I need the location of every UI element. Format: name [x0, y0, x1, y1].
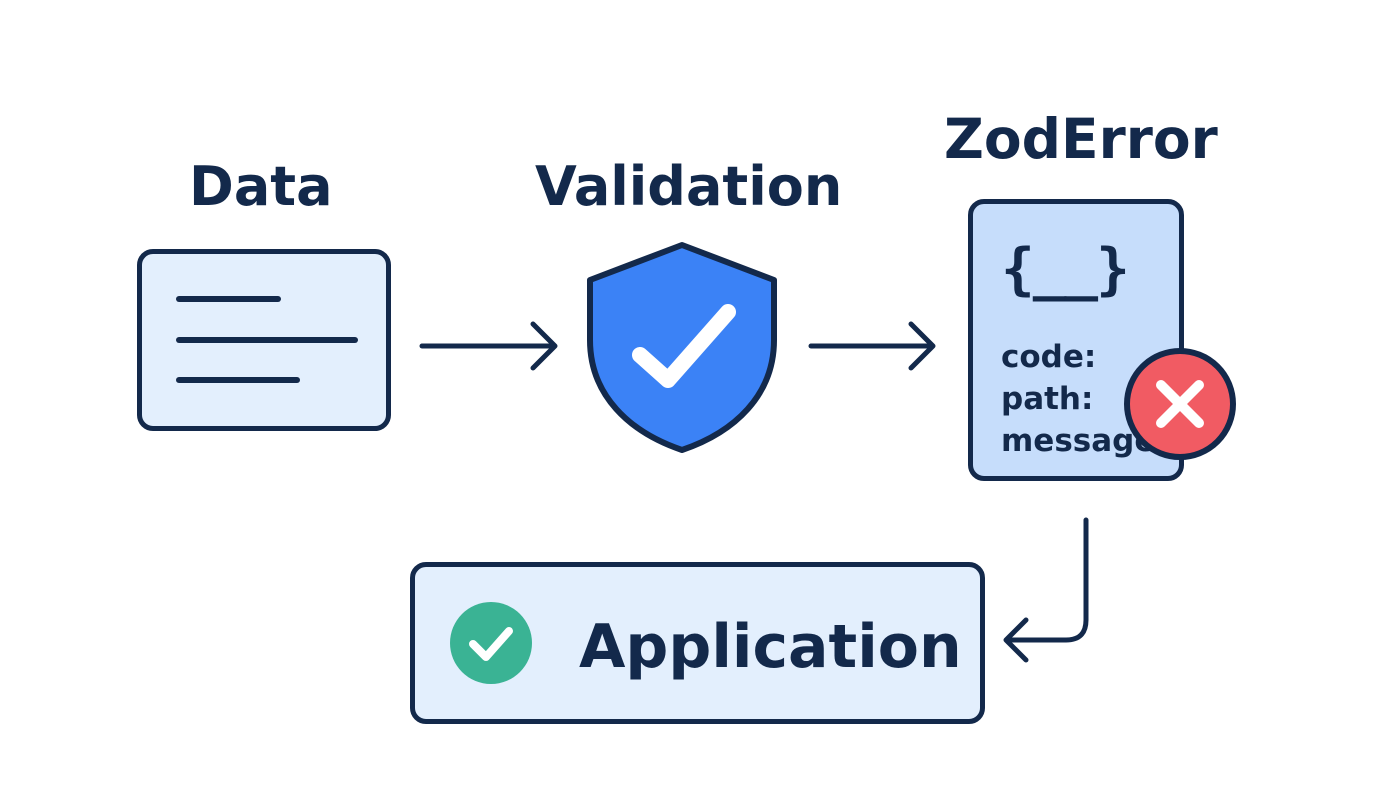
braces-icon: {__} — [1001, 237, 1130, 302]
arrow-data-to-validation — [419, 321, 558, 371]
shield-check-icon — [587, 242, 777, 453]
validation-title: Validation — [535, 155, 843, 218]
application-label: Application — [579, 612, 962, 682]
data-card — [137, 249, 391, 431]
zoderror-title: ZodError — [944, 107, 1218, 171]
data-title: Data — [189, 155, 333, 218]
arrow-zoderror-to-application — [1003, 517, 1089, 663]
error-field-code: code: — [1001, 339, 1097, 375]
x-circle-icon — [1124, 348, 1236, 460]
check-circle-icon — [450, 602, 532, 684]
arrow-validation-to-zoderror — [808, 321, 936, 371]
error-field-path: path: — [1001, 381, 1094, 417]
application-box: Application — [410, 562, 985, 724]
